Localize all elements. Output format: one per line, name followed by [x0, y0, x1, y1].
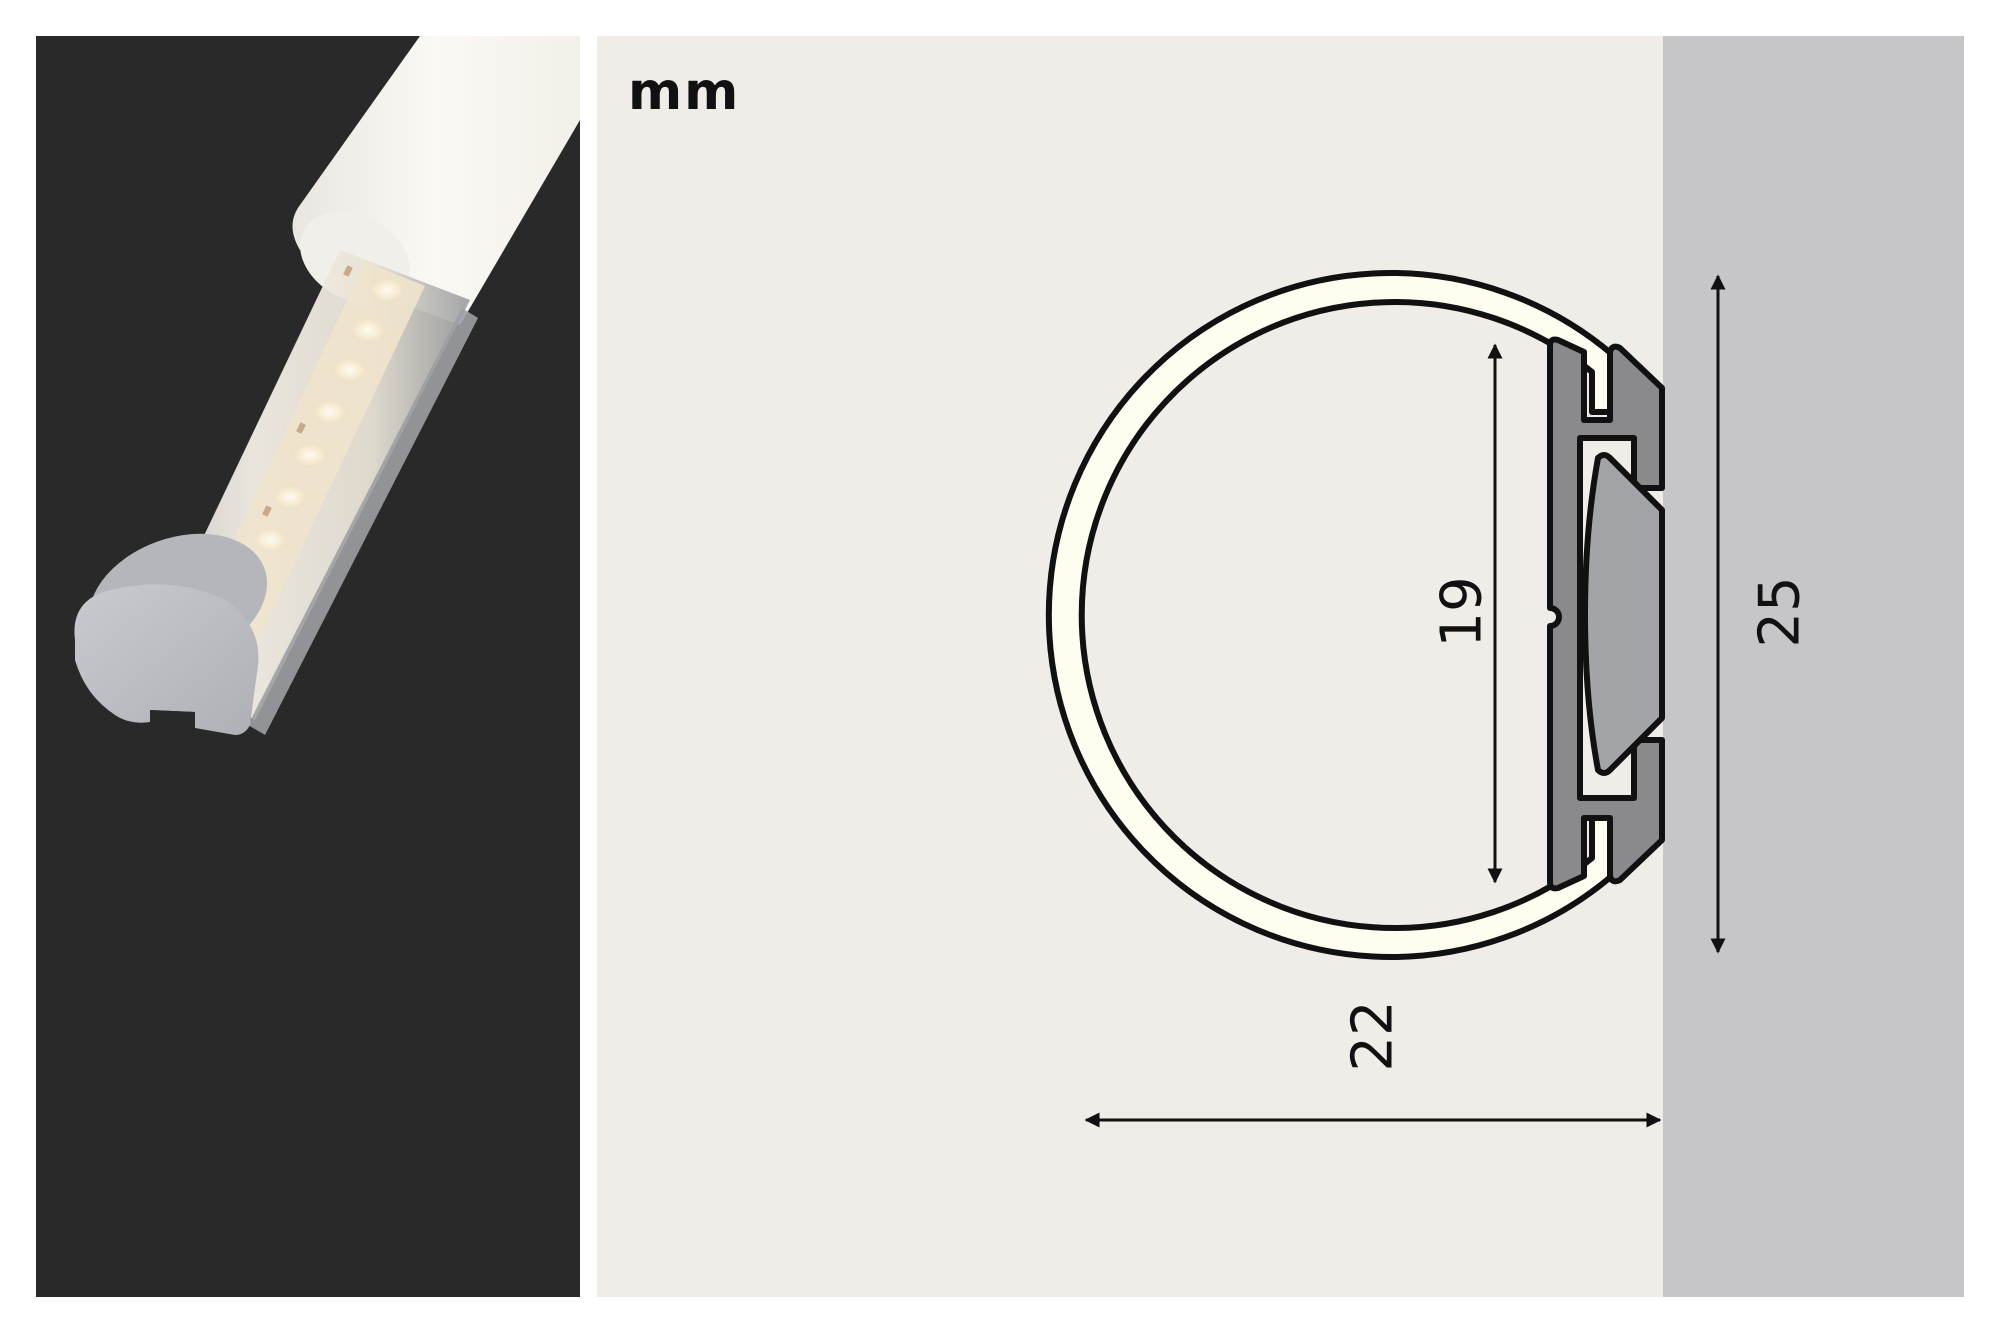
end-cap — [74, 533, 268, 735]
mounting-profile — [1547, 336, 1665, 892]
led-tube-photo-illustration — [74, 36, 580, 735]
diffuser-ring — [1045, 270, 1616, 960]
dimension-label-depth: 22 — [1340, 1000, 1406, 1072]
technical-drawing-panel — [597, 36, 1663, 1297]
unit-label: mm — [628, 62, 741, 122]
product-photo — [36, 36, 580, 1297]
dimension-label-total-height: 25 — [1747, 576, 1813, 648]
dimension-label-inner-height: 19 — [1429, 576, 1495, 648]
led-module — [1582, 452, 1665, 776]
